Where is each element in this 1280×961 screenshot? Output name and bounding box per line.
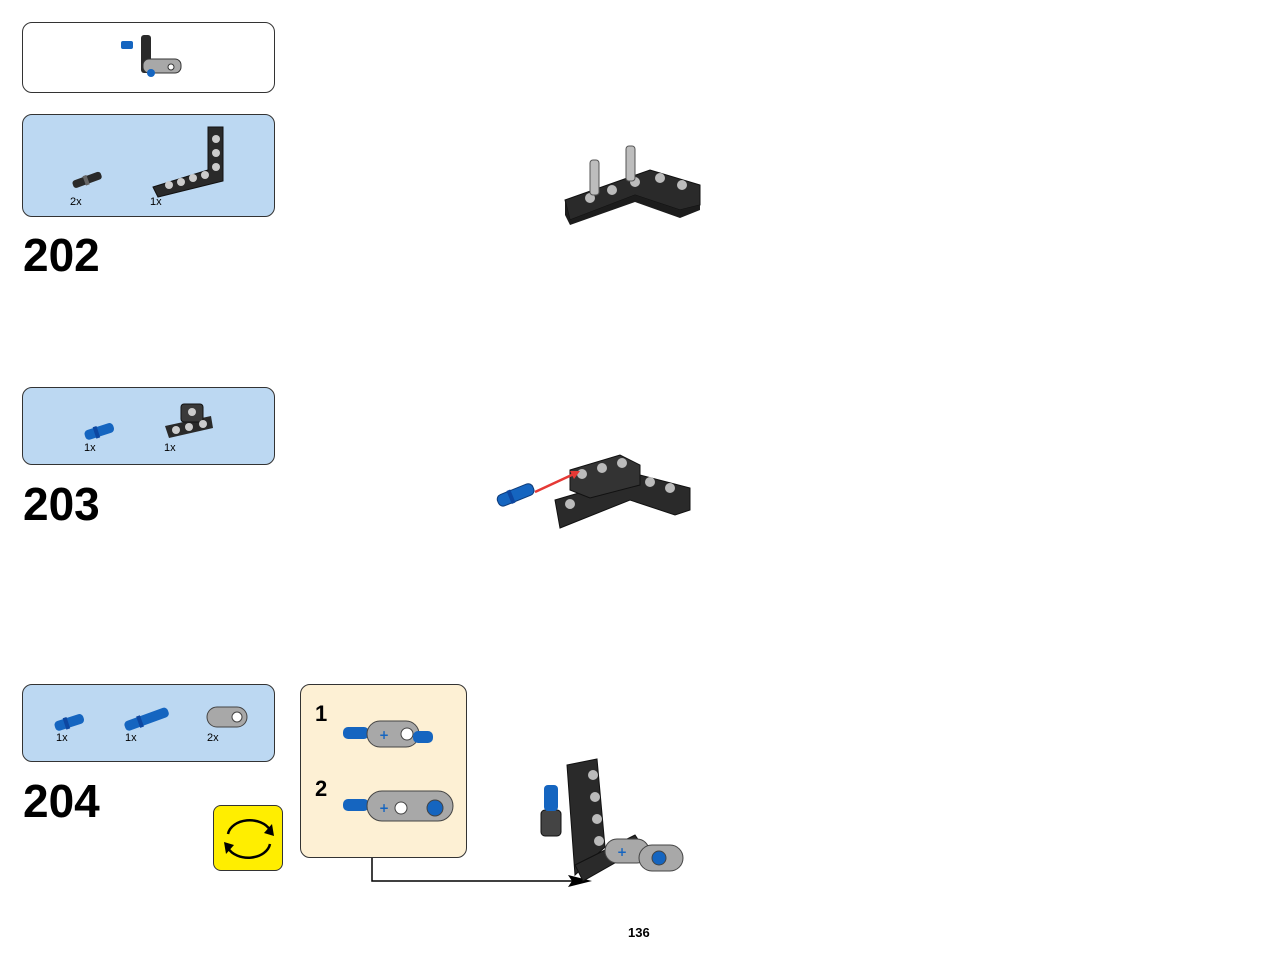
step-204-assembly-illustration: + — [540, 758, 684, 882]
step-number: 202 — [23, 229, 100, 281]
part-quantity: 1x — [56, 732, 68, 744]
callout-arrow — [371, 858, 592, 887]
blue-pin-icon — [54, 714, 85, 731]
rotate-model-box — [213, 805, 283, 871]
substep-number: 2 — [315, 776, 328, 801]
substep-2-illustration: + — [343, 790, 454, 822]
blue-pin-icon — [84, 423, 115, 440]
substep-1-illustration: + — [343, 720, 433, 748]
substep-box: 1 2 + + — [300, 684, 467, 858]
step-number: 203 — [23, 478, 100, 530]
part-quantity: 1x — [164, 442, 176, 454]
part-quantity: 2x — [207, 732, 219, 744]
step-number: 204 — [23, 775, 100, 827]
black-bracket-icon — [165, 403, 213, 438]
step-204-parts-box: 1x 1x 2x — [22, 684, 275, 762]
black-l-beam-icon — [152, 126, 224, 198]
step-202-assembly-illustration — [564, 145, 701, 225]
subassembly-preview-box — [22, 22, 275, 93]
part-quantity: 2x — [70, 196, 82, 208]
svg-text:+: + — [617, 845, 627, 859]
substep-number: 1 — [315, 701, 328, 726]
blue-axle-pin-icon — [124, 707, 169, 731]
svg-text:+: + — [379, 801, 389, 815]
step-202-parts-box: 2x 1x — [22, 114, 275, 217]
part-quantity: 1x — [150, 196, 162, 208]
step-203-assembly-illustration — [496, 454, 691, 529]
subassembly-preview-icon — [121, 35, 182, 77]
svg-text:+: + — [379, 728, 389, 742]
part-quantity: 1x — [125, 732, 137, 744]
rotate-icon — [224, 819, 274, 859]
step-203-parts-box: 1x 1x — [22, 387, 275, 465]
page-number: 136 — [628, 925, 650, 940]
black-pin-icon — [72, 171, 102, 188]
part-quantity: 1x — [84, 442, 96, 454]
gray-connector-icon — [206, 706, 248, 728]
